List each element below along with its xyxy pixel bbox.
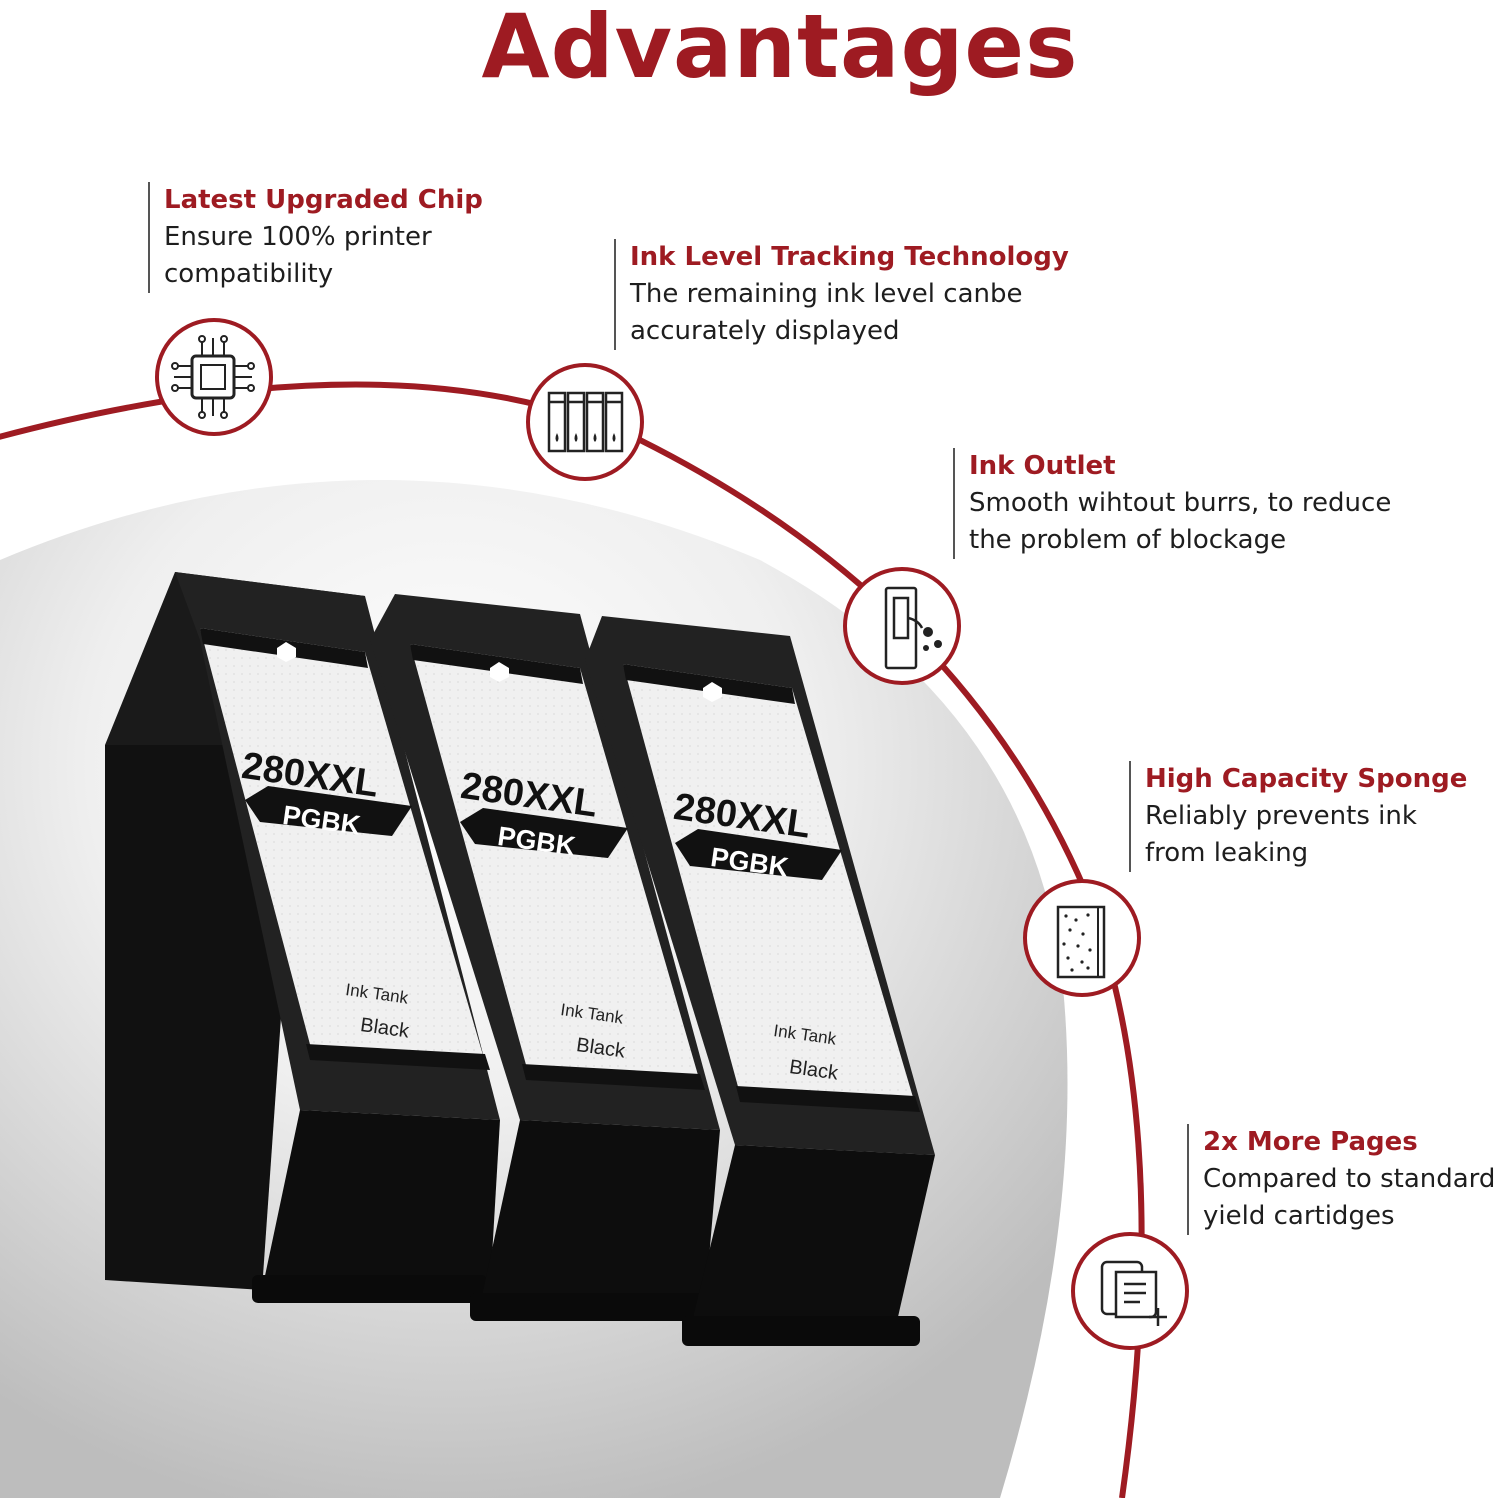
feature-title: Ink Outlet xyxy=(969,451,1116,481)
feature-high-capacity-sponge: High Capacity Sponge Reliably prevents i… xyxy=(1129,761,1467,872)
ink-outlet-icon xyxy=(843,567,961,685)
feature-title: 2x More Pages xyxy=(1203,1127,1418,1157)
feature-title: High Capacity Sponge xyxy=(1145,764,1468,794)
pgbk-banner xyxy=(245,786,412,836)
feature-description-line: accurately displayed xyxy=(630,316,900,346)
cartridge xyxy=(105,572,500,1303)
hex-hole xyxy=(703,682,722,702)
pages-icon xyxy=(1071,1232,1189,1350)
page-title: Advantages xyxy=(481,0,1079,98)
feature-ink-outlet: Ink Outlet Smooth wihtout burrs, to redu… xyxy=(953,448,1391,559)
pgbk-banner xyxy=(460,808,628,858)
feature-description-line: Smooth wihtout burrs, to reduce xyxy=(969,488,1392,518)
feature-more-pages: 2x More Pages Compared to standard yield… xyxy=(1187,1124,1495,1235)
feature-description-line: Compared to standard xyxy=(1203,1164,1496,1194)
cartridge xyxy=(585,616,935,1346)
feature-latest-upgraded-chip: Latest Upgraded Chip Ensure 100% printer… xyxy=(148,182,483,293)
feature-description-line: yield cartidges xyxy=(1203,1201,1395,1231)
feature-description-line: the problem of blockage xyxy=(969,525,1287,555)
ink-level-icon xyxy=(526,363,644,481)
feature-title: Ink Level Tracking Technology xyxy=(630,242,1069,272)
chip-icon xyxy=(155,318,273,436)
feature-title: Latest Upgraded Chip xyxy=(164,185,483,215)
feature-description-line: from leaking xyxy=(1145,838,1309,868)
feature-description-line: Ensure 100% printer xyxy=(164,222,432,252)
feature-ink-level-tracking: Ink Level Tracking Technology The remain… xyxy=(614,239,1069,350)
feature-description-line: compatibility xyxy=(164,259,334,289)
pgbk-banner xyxy=(675,829,842,880)
feature-description-line: The remaining ink level canbe xyxy=(630,279,1023,309)
feature-description-line: Reliably prevents ink xyxy=(1145,801,1417,831)
hex-hole xyxy=(277,642,296,662)
sponge-icon xyxy=(1023,879,1141,997)
hex-hole xyxy=(490,662,509,682)
